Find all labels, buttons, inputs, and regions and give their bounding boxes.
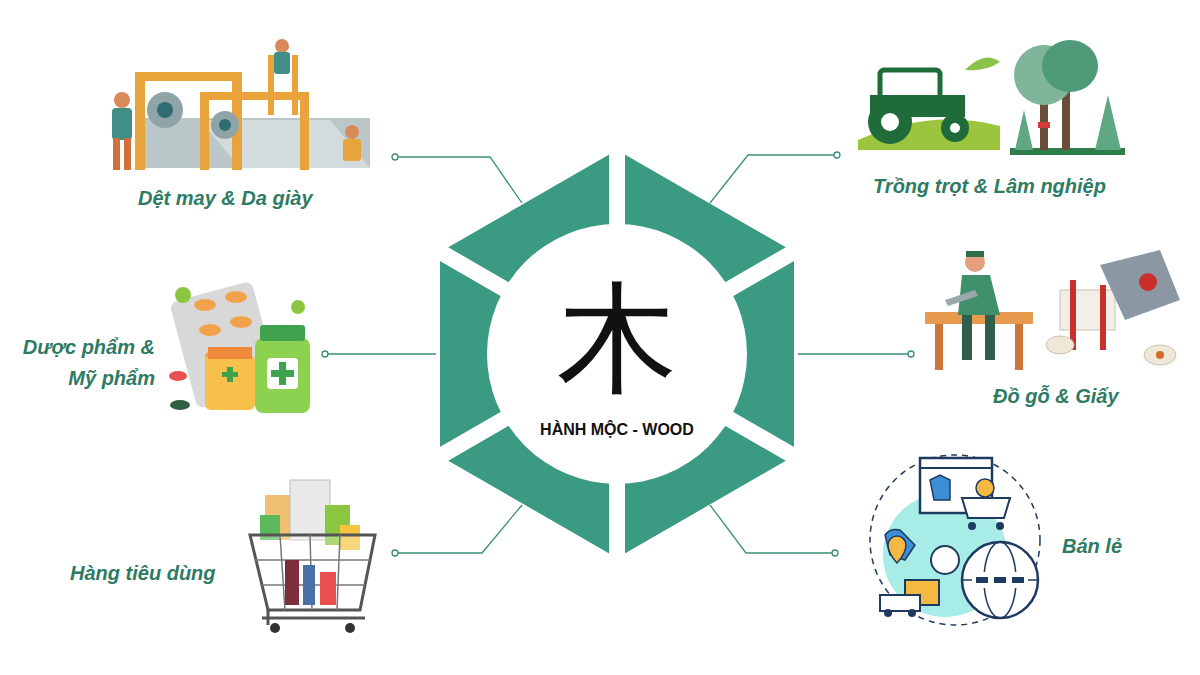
- leader-lines: [328, 155, 908, 553]
- center-circle: 木 HÀNH MỘC - WOOD: [489, 226, 745, 482]
- textile-illustration: [112, 39, 370, 170]
- sector-label: Dược phẩm & Mỹ phẩm: [20, 332, 155, 394]
- element-name: HÀNH MỘC - WOOD: [540, 421, 694, 439]
- sector-label: Trồng trọt & Lâm nghiệp: [873, 171, 1106, 202]
- element-glyph: 木: [557, 279, 677, 399]
- hexagon-ring: [430, 140, 804, 568]
- wood-paper-illustration: [925, 250, 1180, 370]
- sector-label: Bán lẻ: [1062, 531, 1122, 562]
- retail-illustration: [870, 455, 1040, 625]
- pharma-illustration: [169, 281, 310, 413]
- sector-label: Dệt may & Da giày: [138, 183, 313, 214]
- leader-dots: [322, 152, 914, 556]
- sector-label: Hàng tiêu dùng: [70, 558, 216, 589]
- farming-illustration: [858, 40, 1125, 155]
- sector-label: Đồ gỗ & Giấy: [993, 381, 1119, 412]
- cart-illustration: [250, 480, 375, 633]
